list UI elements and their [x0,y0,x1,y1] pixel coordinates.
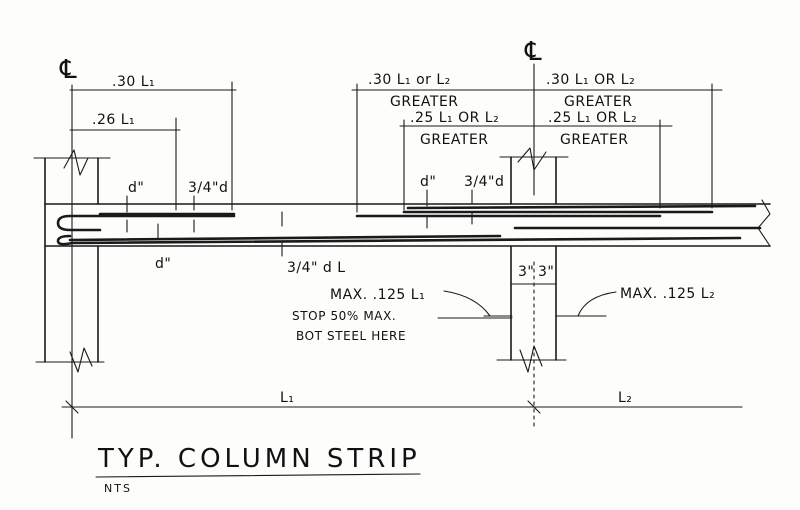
note-stop-line1: STOP 50% MAX. [292,309,396,323]
label-34d-left: 3/4"d [188,180,228,196]
label-d-left-top: d" [128,180,144,196]
left-top-bar [56,214,236,232]
left-column [33,149,111,373]
label-34d-right: 3/4"d [464,174,504,190]
bottom-bar [56,234,742,246]
note-stop-line2: BOT STEEL HERE [296,329,406,343]
note-max-left: MAX. .125 L₁ [330,287,425,303]
label-d-left-bottom: d" [155,256,171,272]
depth-annotations: d" 3/4"d d" 3/4" d L d" 3/4"d 3" 3" [126,174,557,285]
dim-mid-left: .25 L₁ OR L₂ [410,110,499,126]
drawing-title: TYP. COLUMN STRIP [97,444,421,474]
dim-top-right: .30 L₁ OR L₂ [546,72,635,88]
right-dimensions: .30 L₁ or L₂ GREATER .30 L₁ OR L₂ GREATE… [351,72,723,213]
notes: MAX. .125 L₁ MAX. .125 L₂ STOP 50% MAX. … [292,286,715,343]
drawing-subtitle: NTS [104,482,132,495]
label-3-left: 3" [518,264,534,280]
label-d-right: d" [420,174,436,190]
label-3-right: 3" [538,264,554,280]
dim-top-left-greater: GREATER [390,94,459,110]
centerline-symbol-right: ℄ [524,37,542,67]
slab [44,199,771,247]
note-max-right: MAX. .125 L₂ [620,286,715,302]
right-column [496,147,569,373]
centerline-symbol-left: ℄ [59,55,77,85]
span-dimensions: L₁ L₂ [61,390,743,414]
title-block: TYP. COLUMN STRIP NTS [95,444,421,495]
left-dimensions: .30 L₁ .26 L₁ [69,74,237,211]
right-centerline: ℄ [524,37,542,429]
span-l2: L₂ [618,390,632,406]
left-centerline: ℄ [59,55,77,439]
dim-mid-right-greater: GREATER [560,132,629,148]
label-34d-bottom: 3/4" d L [287,260,346,276]
dim-top-right-greater: GREATER [564,94,633,110]
dim-mid-left-greater: GREATER [420,132,489,148]
dim-left-30: .30 L₁ [112,74,155,90]
rebar [56,204,762,246]
dim-top-left: .30 L₁ or L₂ [368,72,451,88]
dim-mid-right: .25 L₁ OR L₂ [548,110,637,126]
span-l1: L₁ [280,390,294,406]
dim-left-26: .26 L₁ [92,112,135,128]
